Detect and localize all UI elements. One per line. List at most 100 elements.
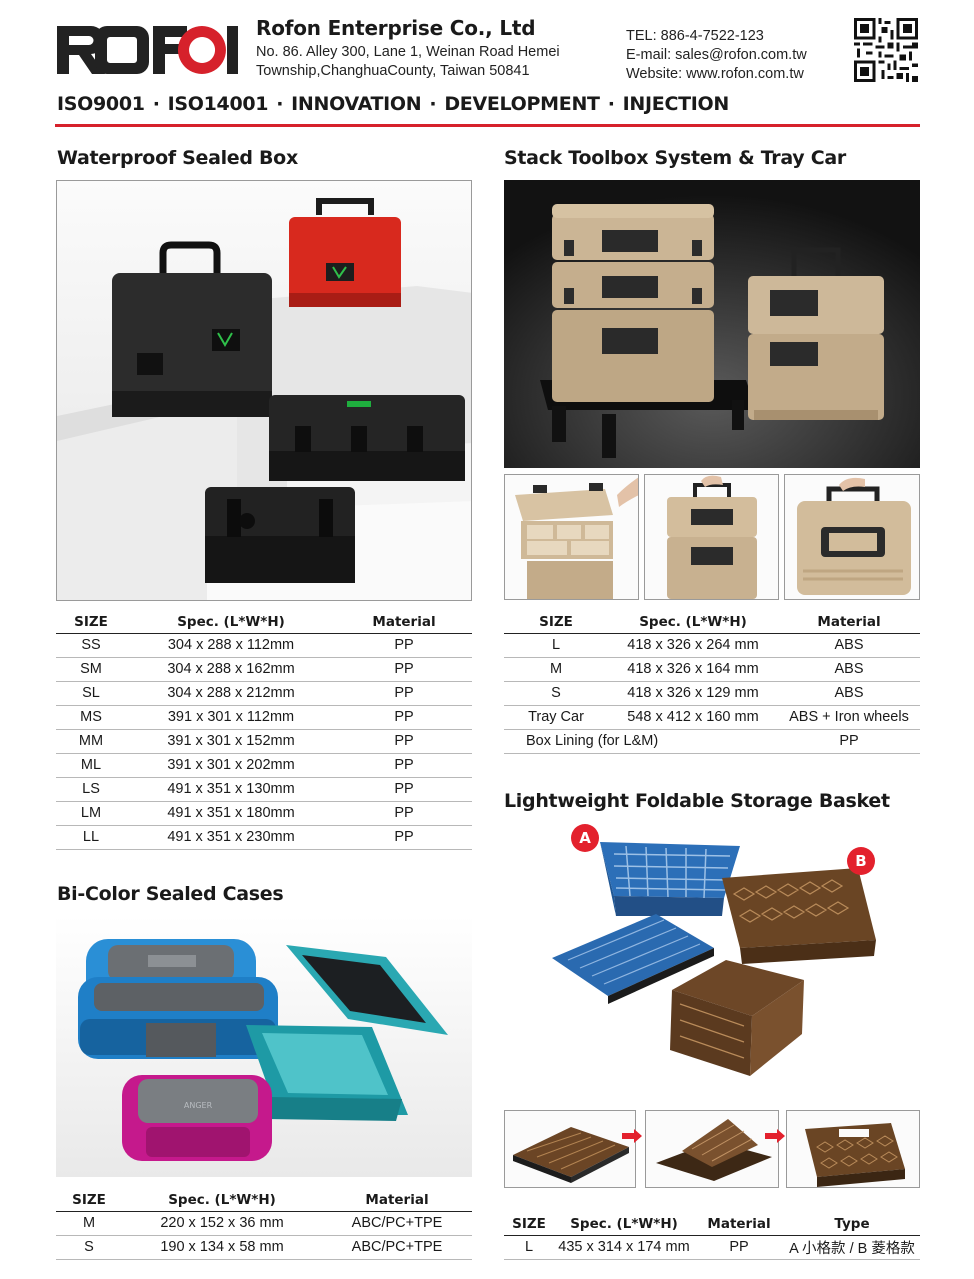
cell-size: SL bbox=[56, 681, 126, 706]
cell-size: MS bbox=[56, 705, 126, 730]
page-header: Rofon Enterprise Co., Ltd No. 86. Alley … bbox=[0, 0, 974, 130]
cert-item: DEVELOPMENT bbox=[444, 93, 600, 115]
table-row: Box Lining (for L&M)PP bbox=[504, 729, 920, 754]
cell-material: ABS bbox=[778, 633, 920, 658]
cell-material: PP bbox=[336, 681, 472, 706]
foldable-basket-photo bbox=[504, 820, 920, 1088]
cell-material: PP bbox=[336, 825, 472, 850]
fold-step-3-photo bbox=[786, 1110, 920, 1188]
col-header-size: SIZE bbox=[504, 1213, 554, 1236]
cell-spec: 491 x 351 x 130mm bbox=[126, 777, 336, 802]
contact-block: TEL: 886-4-7522-123 E-mail: sales@rofon.… bbox=[626, 27, 807, 84]
col-header-material: Material bbox=[336, 611, 472, 634]
col-header-material: Material bbox=[694, 1213, 784, 1236]
certifications-line: ISO9001·ISO14001·INNOVATION·DEVELOPMENT·… bbox=[57, 93, 729, 115]
cell-material: PP bbox=[336, 777, 472, 802]
cell-type: A 小格款 / B 菱格款 bbox=[784, 1235, 920, 1260]
cell-size: LS bbox=[56, 777, 126, 802]
stack-detail-photo-open bbox=[504, 474, 639, 600]
cell-size: LM bbox=[56, 801, 126, 826]
fold-step-2-photo bbox=[645, 1110, 779, 1188]
qr-code-icon[interactable] bbox=[854, 18, 918, 82]
cell-spec: 190 x 134 x 58 mm bbox=[122, 1235, 322, 1260]
rofon-logo bbox=[57, 26, 238, 74]
cell-size: M bbox=[56, 1211, 122, 1236]
company-address-line1: No. 86. Alley 300, Lane 1, Weinan Road H… bbox=[256, 44, 560, 60]
cell-size: LL bbox=[56, 825, 126, 850]
cell-size: S bbox=[504, 681, 608, 706]
cell-size: L bbox=[504, 1235, 554, 1260]
cell-spec: 548 x 412 x 160 mm bbox=[608, 705, 778, 730]
table-header-row: SIZE Spec. (L*W*H) Material Type bbox=[504, 1213, 920, 1236]
bicolor-cases-photo: ANGER bbox=[56, 915, 472, 1177]
cell-material: PP bbox=[778, 729, 920, 754]
company-name: Rofon Enterprise Co., Ltd bbox=[256, 16, 536, 40]
cell-spec: 418 x 326 x 129 mm bbox=[608, 681, 778, 706]
col-header-spec: Spec. (L*W*H) bbox=[122, 1189, 322, 1212]
table-row: L 435 x 314 x 174 mm PP A 小格款 / B 菱格款 bbox=[504, 1235, 920, 1260]
stack-toolbox-photo bbox=[504, 180, 920, 468]
contact-website[interactable]: Website: www.rofon.com.tw bbox=[626, 66, 804, 82]
table-header-row: SIZE Spec. (L*W*H) Material bbox=[56, 1189, 472, 1212]
col-header-type: Type bbox=[784, 1213, 920, 1236]
basket-section-title: Lightweight Foldable Storage Basket bbox=[504, 790, 890, 812]
cell-material: ABS bbox=[778, 681, 920, 706]
fold-step-1-photo bbox=[504, 1110, 636, 1188]
col-header-size: SIZE bbox=[56, 611, 126, 634]
cell-spec: 418 x 326 x 164 mm bbox=[608, 657, 778, 682]
company-address-line2: Township,ChanghuaCounty, Taiwan 50841 bbox=[256, 63, 530, 79]
cell-spec: 435 x 314 x 174 mm bbox=[554, 1235, 694, 1260]
stack-detail-photo-handle bbox=[784, 474, 920, 600]
cell-spec: 418 x 326 x 264 mm bbox=[608, 633, 778, 658]
contact-email[interactable]: E-mail: sales@rofon.com.tw bbox=[626, 47, 807, 63]
cell-material: PP bbox=[336, 729, 472, 754]
cell-size: S bbox=[56, 1235, 122, 1260]
cert-item: ISO14001 bbox=[167, 93, 269, 115]
arrow-right-icon bbox=[765, 1129, 785, 1143]
cell-spec: 304 x 288 x 162mm bbox=[126, 657, 336, 682]
header-divider bbox=[55, 124, 920, 127]
table-header-row: SIZE Spec. (L*W*H) Material bbox=[504, 611, 920, 634]
cell-material: PP bbox=[336, 657, 472, 682]
cell-spec: 304 x 288 x 112mm bbox=[126, 633, 336, 658]
cert-item: INJECTION bbox=[622, 93, 730, 115]
cell-size: SS bbox=[56, 633, 126, 658]
contact-tel: TEL: 886-4-7522-123 bbox=[626, 28, 764, 44]
cert-item: INNOVATION bbox=[291, 93, 422, 115]
col-header-material: Material bbox=[322, 1189, 472, 1212]
cell-material: ABC/PC+TPE bbox=[322, 1211, 472, 1236]
cell-spec: 304 x 288 x 212mm bbox=[126, 681, 336, 706]
cell-lining-label: Box Lining (for L&M) bbox=[504, 729, 778, 754]
col-header-spec: Spec. (L*W*H) bbox=[554, 1213, 694, 1236]
badge-a: A bbox=[571, 824, 599, 852]
cell-size: L bbox=[504, 633, 608, 658]
cell-size: ML bbox=[56, 753, 126, 778]
cell-spec: 391 x 301 x 152mm bbox=[126, 729, 336, 754]
stack-section-title: Stack Toolbox System & Tray Car bbox=[504, 147, 846, 169]
col-header-spec: Spec. (L*W*H) bbox=[126, 611, 336, 634]
cell-material: PP bbox=[336, 753, 472, 778]
cell-size: Tray Car bbox=[504, 705, 608, 730]
cell-spec: 491 x 351 x 180mm bbox=[126, 801, 336, 826]
cell-material: PP bbox=[336, 633, 472, 658]
cell-material: PP bbox=[694, 1235, 784, 1260]
col-header-size: SIZE bbox=[504, 611, 608, 634]
cell-spec: 391 x 301 x 202mm bbox=[126, 753, 336, 778]
arrow-right-icon bbox=[622, 1129, 642, 1143]
cell-material: ABC/PC+TPE bbox=[322, 1235, 472, 1260]
cell-material: PP bbox=[336, 705, 472, 730]
